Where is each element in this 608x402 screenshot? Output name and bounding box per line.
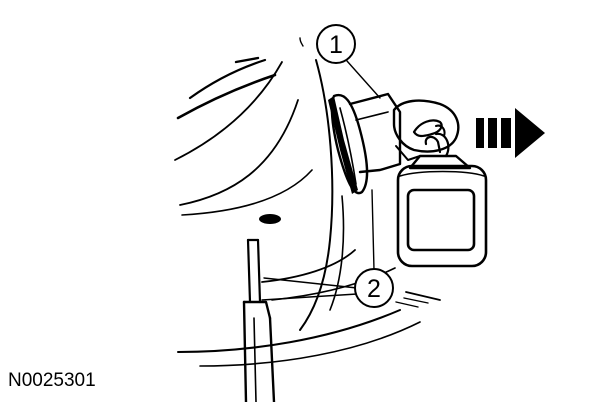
lower-contours [177,214,441,367]
access-hole [259,214,281,224]
panel-contours [174,37,313,216]
tool [242,238,276,402]
figure-id: N0025301 [8,370,96,391]
direction-arrow [476,108,545,158]
panel-edge [299,59,375,331]
callout-1: 1 [316,24,356,64]
callout-2-label: 2 [367,275,381,303]
key-fob [396,132,488,268]
callout-1-label: 1 [329,31,343,59]
lock-cylinder [328,92,402,195]
callout-leaders [261,60,381,301]
callout-2: 2 [354,268,394,308]
ignition-key [392,99,460,161]
